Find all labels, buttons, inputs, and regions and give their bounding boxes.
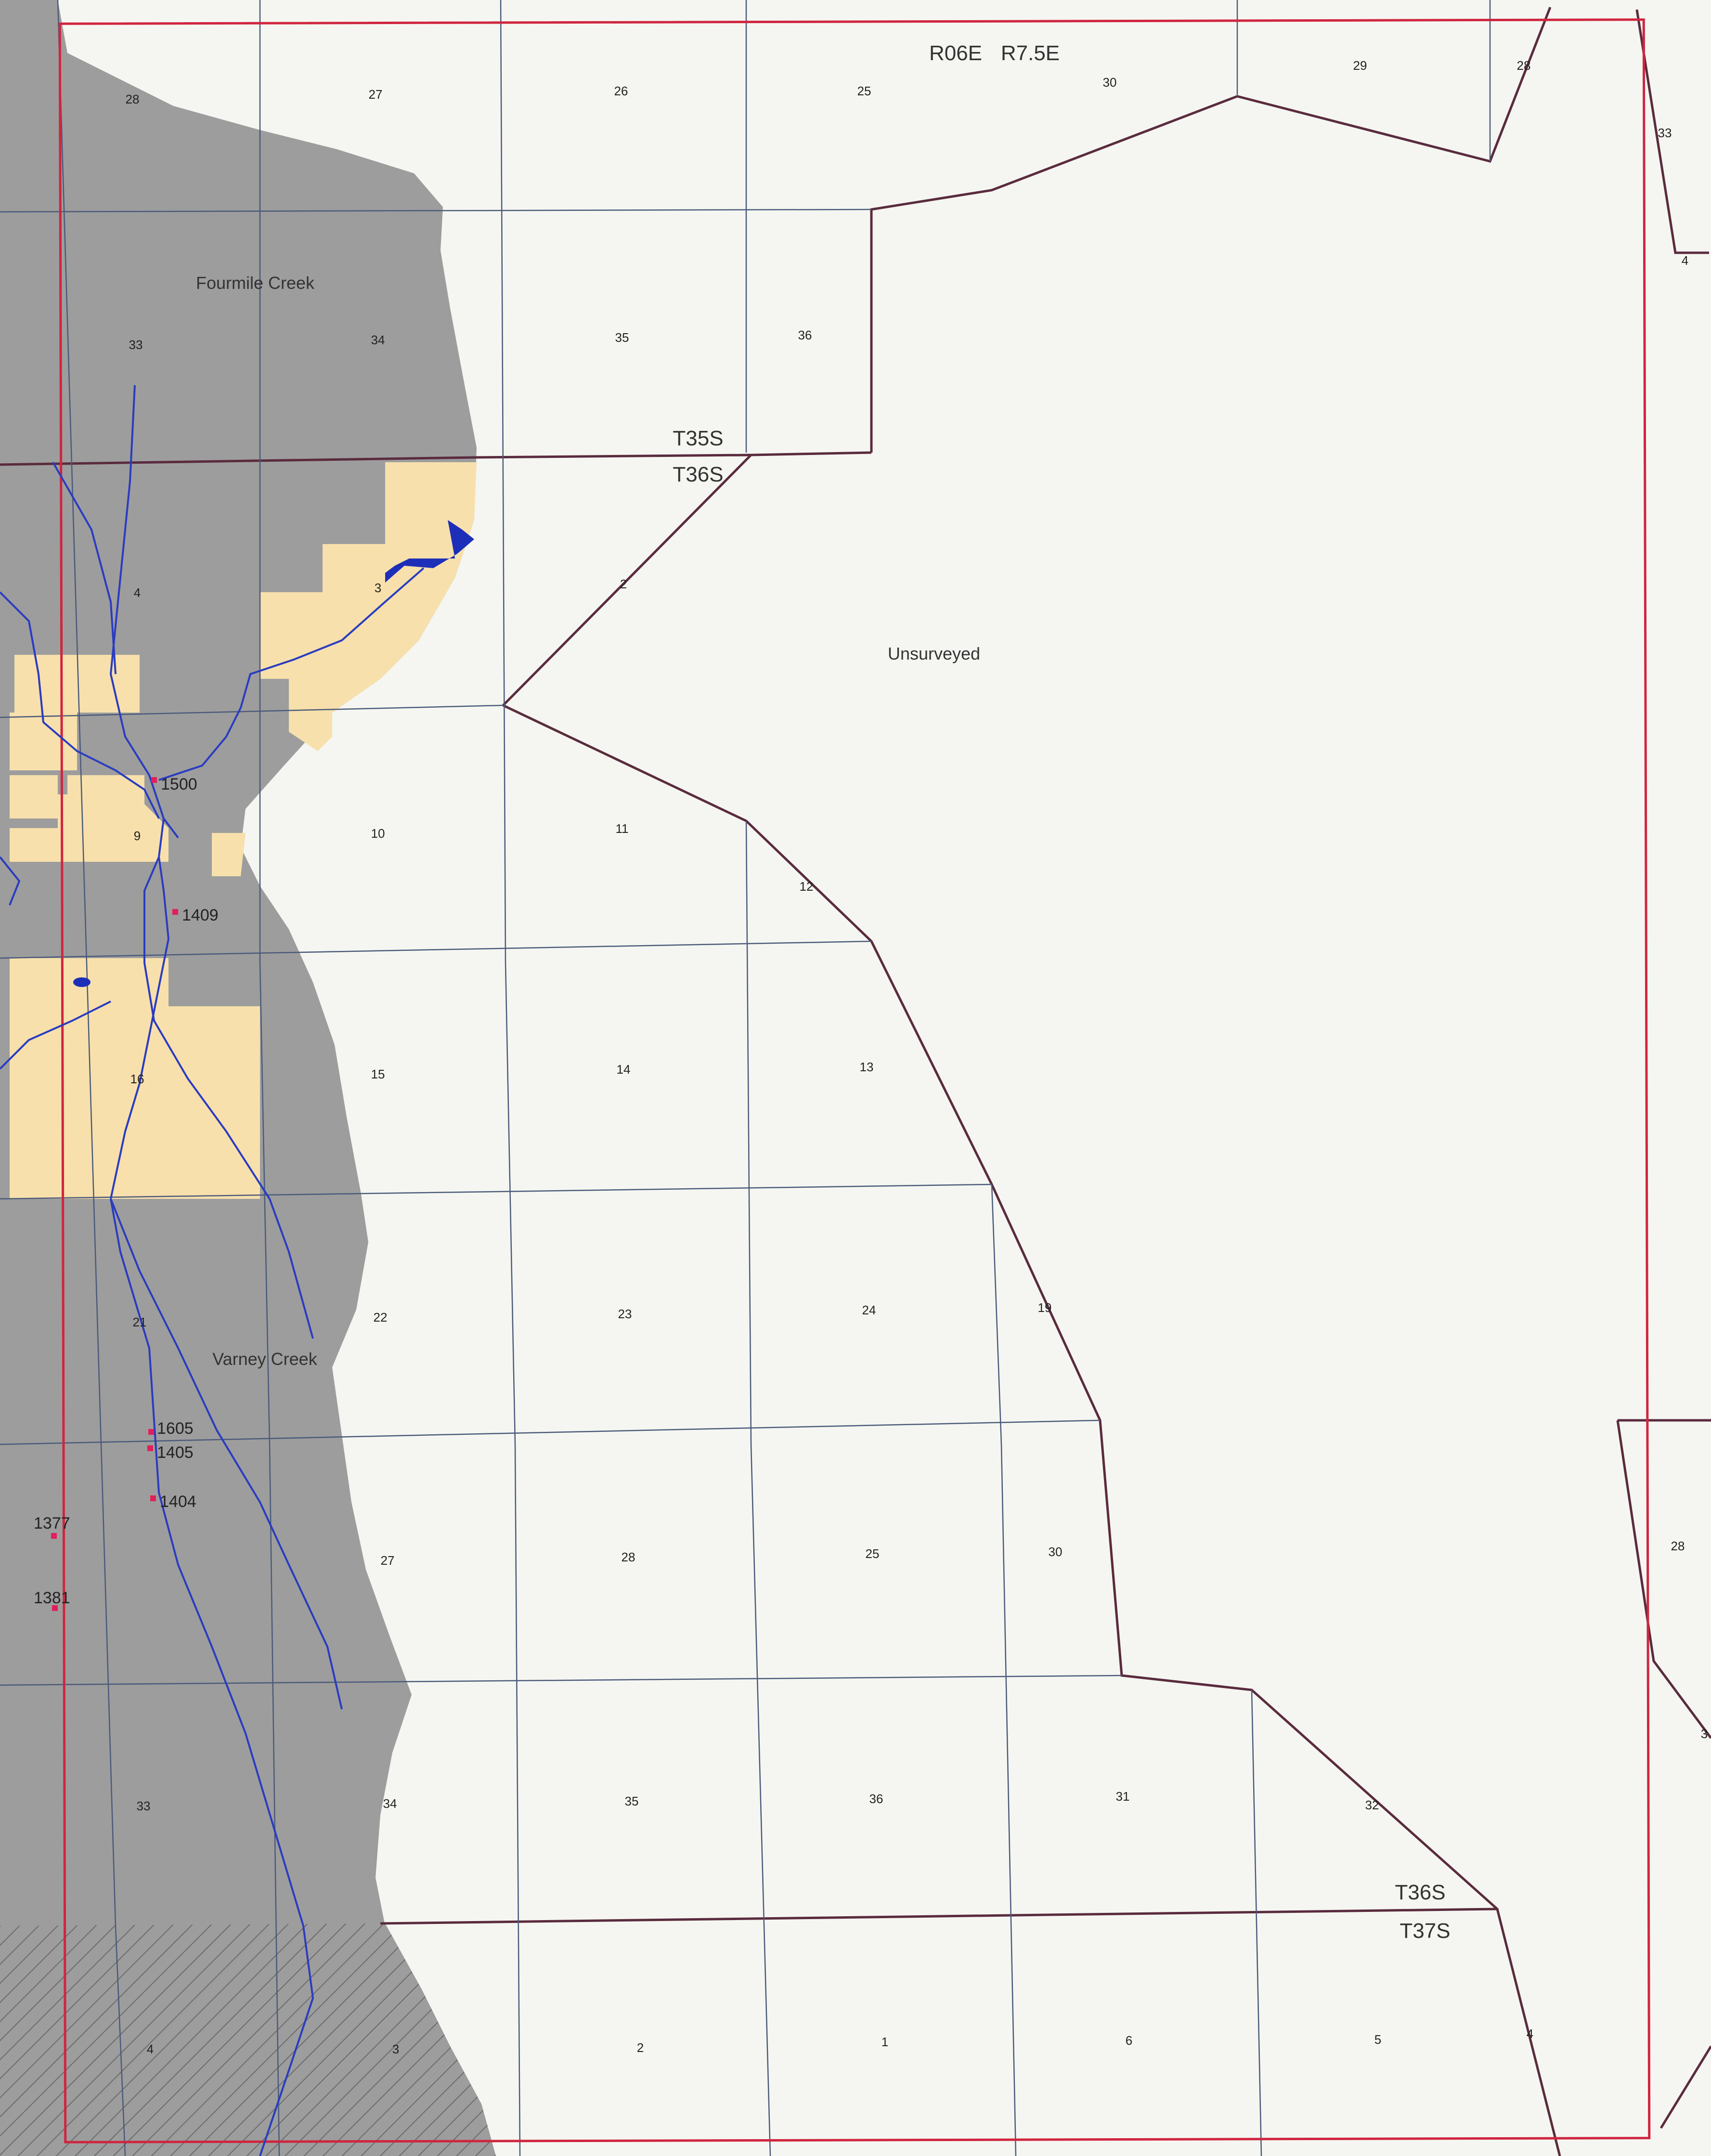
section-label: 10 bbox=[371, 826, 385, 841]
section-label: 25 bbox=[866, 1546, 880, 1561]
site-label: 1377 bbox=[34, 1514, 70, 1533]
township-label-t36s-lower: T36S bbox=[1395, 1881, 1445, 1904]
section-label: 3 bbox=[1701, 1727, 1708, 1741]
site-label: 1605 bbox=[157, 1419, 194, 1438]
site-marker bbox=[52, 1605, 58, 1611]
section-label: 28 bbox=[1671, 1539, 1685, 1553]
section-lines bbox=[0, 0, 1491, 2156]
site-marker bbox=[51, 1533, 57, 1539]
range-label-r06e: R06E bbox=[929, 41, 982, 65]
site-label: 1381 bbox=[34, 1589, 70, 1607]
section-label: 6 bbox=[1126, 2033, 1132, 2048]
site-marker bbox=[150, 1495, 156, 1501]
section-label: 30 bbox=[1103, 75, 1117, 90]
township-label-t37s: T37S bbox=[1400, 1919, 1450, 1943]
section-label: 26 bbox=[614, 84, 628, 98]
section-label: 34 bbox=[371, 333, 385, 347]
section-label: 13 bbox=[860, 1060, 874, 1074]
section-label: 22 bbox=[374, 1310, 388, 1325]
site-marker bbox=[148, 1429, 154, 1435]
section-label: 21 bbox=[133, 1315, 147, 1329]
pond bbox=[73, 977, 91, 987]
hatched-area bbox=[0, 1923, 496, 2156]
site-label: 1409 bbox=[182, 906, 219, 924]
site-marker bbox=[151, 777, 157, 783]
section-label: 25 bbox=[857, 84, 871, 98]
site-label: 1500 bbox=[161, 775, 197, 793]
section-label: 35 bbox=[625, 1794, 639, 1808]
section-label: 34 bbox=[383, 1796, 397, 1811]
section-label: 16 bbox=[130, 1072, 144, 1086]
section-label: 33 bbox=[129, 338, 143, 352]
section-label: 12 bbox=[800, 879, 814, 894]
section-label: 3 bbox=[375, 581, 381, 595]
section-label: 27 bbox=[369, 87, 383, 102]
section-label: 28 bbox=[126, 92, 140, 106]
site-label: 1405 bbox=[157, 1443, 194, 1462]
site-1409[interactable]: 1409 bbox=[172, 906, 219, 924]
site-1377[interactable]: 1377 bbox=[34, 1514, 70, 1539]
section-label: 14 bbox=[617, 1062, 631, 1077]
place-label-fourmile-creek: Fourmile Creek bbox=[196, 273, 315, 293]
site-markers: 1500 1409 1605 1405 1404 1377 1381 bbox=[34, 775, 219, 1611]
site-1500[interactable]: 1500 bbox=[151, 775, 197, 793]
section-label: 36 bbox=[869, 1792, 883, 1806]
section-label: 33 bbox=[137, 1799, 151, 1813]
section-label: 4 bbox=[147, 2042, 154, 2056]
section-label: 3 bbox=[392, 2042, 399, 2056]
site-marker bbox=[147, 1445, 153, 1451]
section-label: 32 bbox=[1365, 1798, 1379, 1812]
section-label: 30 bbox=[1049, 1545, 1063, 1559]
section-label: 31 bbox=[1116, 1789, 1130, 1804]
streams bbox=[0, 385, 425, 2156]
private-land bbox=[10, 462, 477, 1199]
site-1605[interactable]: 1605 bbox=[148, 1419, 194, 1438]
section-label: 33 bbox=[1658, 126, 1672, 140]
section-label: 28 bbox=[622, 1550, 635, 1564]
section-label: 1 bbox=[881, 2035, 888, 2049]
section-label: 23 bbox=[618, 1307, 632, 1321]
section-labels: 28 27 26 25 30 29 28 33 33 34 35 36 4 4 … bbox=[126, 58, 1708, 2056]
site-1405[interactable]: 1405 bbox=[147, 1443, 194, 1462]
township-label-t36s-upper: T36S bbox=[673, 463, 723, 486]
section-label: 27 bbox=[381, 1553, 395, 1568]
place-label-varney-creek: Varney Creek bbox=[212, 1349, 317, 1369]
section-label: 5 bbox=[1374, 2032, 1381, 2047]
reservoir bbox=[385, 520, 474, 583]
section-label: 35 bbox=[615, 330, 629, 345]
site-1381[interactable]: 1381 bbox=[34, 1589, 70, 1611]
section-label: 28 bbox=[1517, 58, 1531, 73]
place-label-unsurveyed: Unsurveyed bbox=[888, 644, 980, 663]
section-label: 11 bbox=[616, 821, 629, 836]
site-1404[interactable]: 1404 bbox=[150, 1493, 196, 1511]
section-label: 2 bbox=[620, 577, 627, 591]
section-label: 9 bbox=[134, 829, 141, 843]
site-label: 1404 bbox=[160, 1493, 196, 1511]
range-label-r75e: R7.5E bbox=[1001, 41, 1060, 65]
section-label: 19 bbox=[1038, 1300, 1052, 1315]
section-label: 4 bbox=[134, 585, 141, 600]
township-label-t35s: T35S bbox=[673, 427, 723, 450]
section-label: 15 bbox=[371, 1067, 385, 1081]
section-label: 4 bbox=[1527, 2026, 1533, 2041]
section-label: 24 bbox=[862, 1303, 876, 1317]
site-marker bbox=[172, 909, 178, 915]
section-label: 2 bbox=[637, 2040, 644, 2055]
section-label: 36 bbox=[798, 328, 812, 342]
section-label: 4 bbox=[1682, 253, 1688, 268]
study-boundary bbox=[58, 18, 1651, 2143]
section-label: 29 bbox=[1353, 58, 1367, 73]
